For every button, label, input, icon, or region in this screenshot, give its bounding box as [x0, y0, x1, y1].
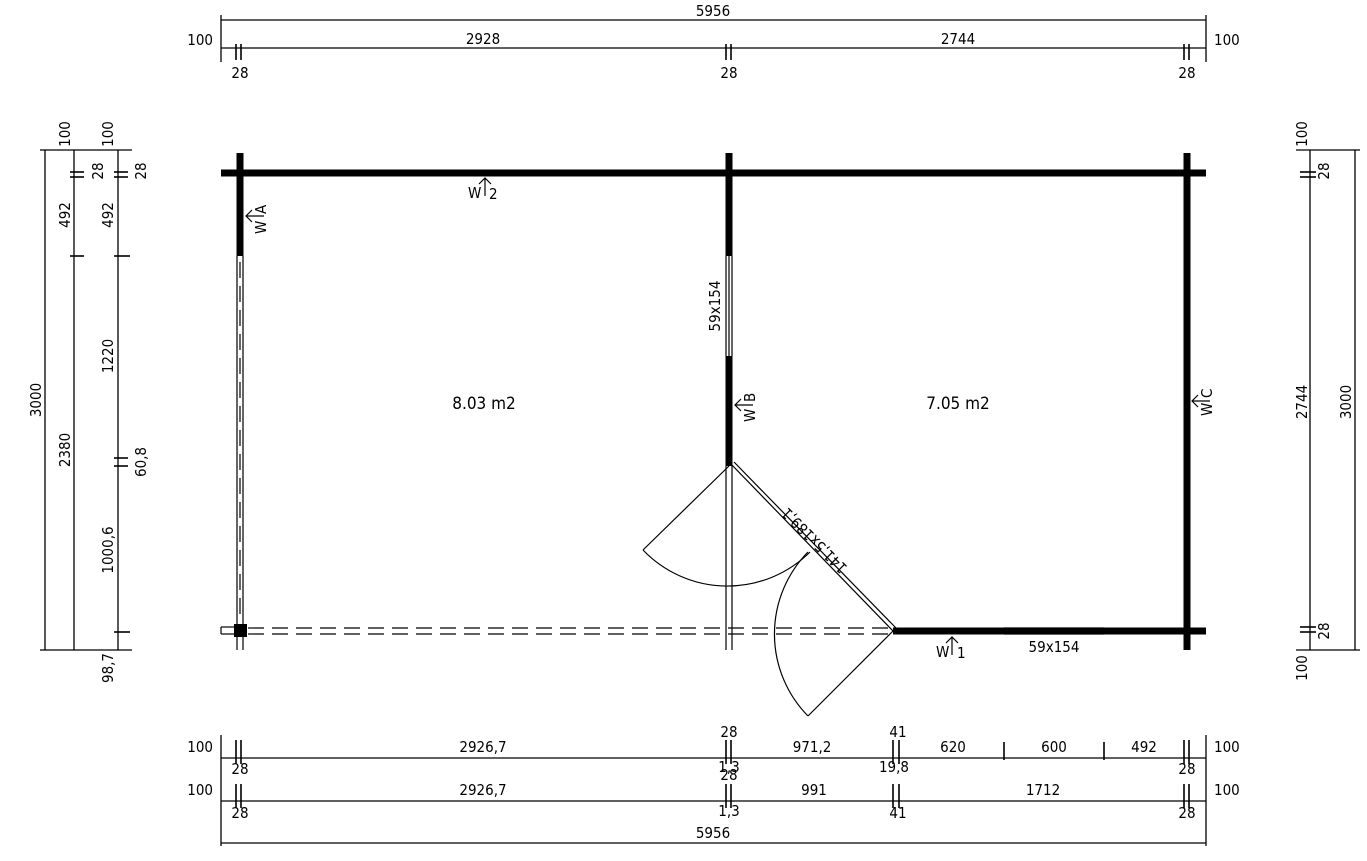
svg-text:1: 1	[957, 644, 966, 662]
corner-post	[234, 624, 247, 637]
right-inner: 2744	[1293, 385, 1311, 419]
b2-wall-left: 28	[231, 804, 248, 822]
left-outer-total: 3000	[27, 383, 45, 417]
left-seg-b-window: 1220	[99, 339, 117, 373]
svg-text:2: 2	[489, 185, 498, 203]
right-dimension-block: 100 28 2744 3000 28 100	[1293, 121, 1360, 681]
b2-span-door: 991	[801, 781, 827, 799]
svg-text:W: W	[252, 221, 270, 234]
right-overhang-bottom: 100	[1293, 655, 1311, 681]
b1-wall-left: 28	[231, 760, 248, 778]
top-span-left: 2928	[466, 30, 500, 48]
svg-text:W: W	[936, 643, 949, 661]
left-seg-a-top: 492	[56, 202, 74, 228]
door-opening-label: 141,5x189,1	[778, 504, 851, 577]
left-seg-a-main: 2380	[56, 433, 74, 467]
top-overhang-left: 100	[187, 31, 213, 49]
top-overall-dimension: 5956	[696, 2, 730, 20]
b1-wall-right: 28	[1178, 760, 1195, 778]
svg-text:W: W	[1198, 403, 1216, 416]
room-area-left: 8.03 m2	[452, 394, 516, 414]
wall-marker-wa: W A	[245, 204, 270, 234]
b2-wall-mid-low: 1,3	[718, 802, 739, 820]
left-seg-b-bottom: 98,7	[99, 653, 117, 683]
right-outer: 3000	[1337, 385, 1355, 419]
svg-text:A: A	[252, 204, 270, 214]
top-wall-mid: 28	[720, 64, 737, 82]
left-wall-a: 28	[89, 162, 107, 179]
b1-wall-door-top: 41	[889, 723, 906, 741]
openings	[220, 256, 1104, 717]
left-wall-b: 28	[132, 162, 150, 179]
partition-window-label: 59x154	[706, 281, 724, 332]
svg-text:W: W	[741, 409, 759, 422]
b1-seg-600: 600	[1041, 738, 1067, 756]
bottom-overall-dimension: 5956	[696, 824, 730, 842]
front-window-label: 59x154	[1029, 638, 1080, 656]
svg-text:C: C	[1198, 389, 1216, 398]
room-area-right: 7.05 m2	[926, 394, 990, 414]
top-wall-left: 28	[231, 64, 248, 82]
left-seg-b-gap: 60,8	[132, 447, 150, 477]
left-overhang-b: 100	[99, 121, 117, 147]
wall-marker-wb: W B	[734, 393, 759, 422]
b1-overhang-right: 100	[1214, 738, 1240, 756]
b2-overhang-right: 100	[1214, 781, 1240, 799]
top-wall-right: 28	[1178, 64, 1195, 82]
b1-span-door: 971,2	[793, 738, 832, 756]
wall-marker-wc: W C	[1191, 389, 1216, 416]
b1-seg-492: 492	[1131, 738, 1157, 756]
left-seg-b-low: 1000,6	[99, 526, 117, 573]
b1-seg-620: 620	[940, 738, 966, 756]
wall-marker-w2: W 2	[468, 177, 498, 203]
svg-text:W: W	[468, 184, 481, 202]
b2-wall-mid-top: 28	[720, 766, 737, 784]
b1-wall-mid-top: 28	[720, 723, 737, 741]
bottom-dimension-block: 100 28 2926,7 28 1,3 971,2 41 19,8 620 6…	[187, 723, 1240, 846]
b1-wall-mid-low: 1,3	[718, 758, 739, 776]
b2-wall-door: 41	[889, 804, 906, 822]
wall-marker-w1: W 1	[936, 636, 966, 662]
b1-wall-door-low: 19,8	[879, 758, 909, 776]
b1-overhang-left: 100	[187, 738, 213, 756]
top-dimension-block: 5956 100 100 2928 2744 28 28 28	[187, 2, 1240, 82]
b2-wall-right: 28	[1178, 804, 1195, 822]
top-overhang-right: 100	[1214, 31, 1240, 49]
right-wall-top: 28	[1315, 162, 1333, 179]
svg-text:B: B	[741, 393, 759, 402]
left-overhang-a: 100	[56, 121, 74, 147]
walls	[221, 153, 1206, 650]
left-dimension-block: 3000 100 492 2380 28 100 492 28 1220 60,…	[27, 121, 150, 683]
top-span-right: 2744	[941, 30, 975, 48]
right-wall-bottom: 28	[1315, 622, 1333, 639]
b2-span-left: 2926,7	[459, 781, 506, 799]
b1-span-left: 2926,7	[459, 738, 506, 756]
left-seg-b-top: 492	[99, 202, 117, 228]
b2-span-right: 1712	[1026, 781, 1060, 799]
right-overhang-top: 100	[1293, 121, 1311, 147]
b2-overhang-left: 100	[187, 781, 213, 799]
